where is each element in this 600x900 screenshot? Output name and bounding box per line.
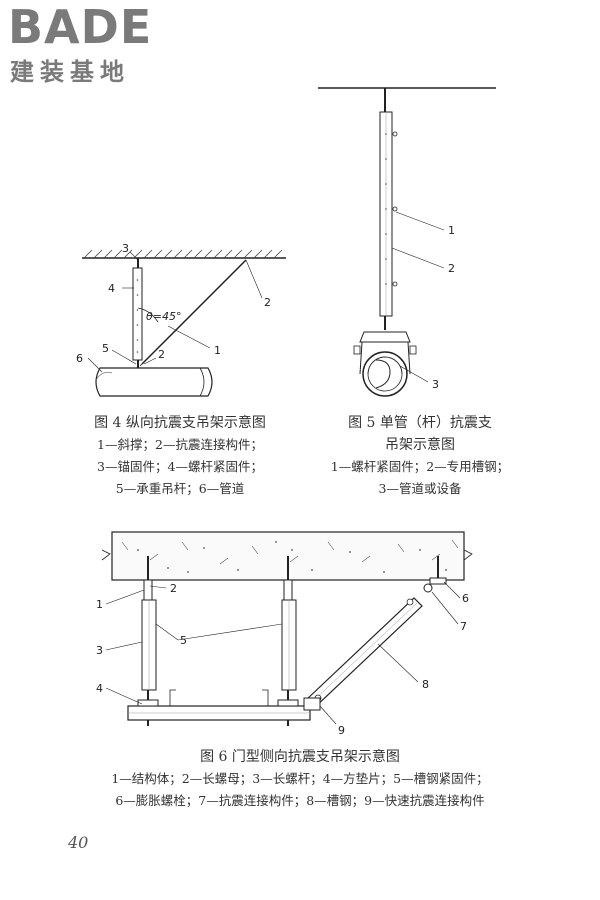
fig4-label-2-top: 2 [264, 296, 271, 309]
fig5-caption-title: 吊架示意图 [385, 437, 455, 453]
logo-wordmark: BADE [8, 0, 153, 54]
fig6-label-1: 1 [96, 598, 103, 611]
fig4-label-3: 3 [122, 242, 129, 255]
figure-4-diagram: 3 4 2 5 6 θ=45° 2 1 [76, 242, 286, 397]
fig5-label-1: 1 [448, 224, 455, 237]
fig4-label-4: 4 [108, 282, 115, 295]
fig4-caption-line: 3—锚固件；4—螺杆紧固件； [97, 459, 263, 474]
fig4-label-2-bottom: 2 [158, 348, 165, 361]
fig4-caption: 图 4 纵向抗震支吊架示意图 1—斜撑；2—抗震连接构件； 3—锚固件；4—螺杆… [70, 412, 290, 500]
fig6-caption: 图 6 门型侧向抗震支吊架示意图 1—结构体；2—长螺母；3—长螺杆；4—方垫片… [60, 746, 540, 812]
fig4-label-6: 6 [76, 352, 83, 365]
fig6-caption-line: 6—膨胀螺栓；7—抗震连接构件；8—槽钢；9—快速抗震连接构件 [115, 793, 485, 808]
fig5-label-3: 3 [432, 378, 439, 391]
fig4-caption-line: 1—斜撑；2—抗震连接构件； [97, 437, 263, 452]
fig5-caption-title: 图 5 单管（杆）抗震支 [348, 415, 492, 431]
fig5-label-2: 2 [448, 262, 455, 275]
fig6-label-4: 4 [96, 682, 103, 695]
fig6-label-9: 9 [338, 724, 345, 737]
fig6-label-5: 5 [180, 634, 187, 647]
fig6-caption-line: 1—结构体；2—长螺母；3—长螺杆；4—方垫片；5—槽钢紧固件； [111, 771, 489, 786]
fig4-caption-title: 图 4 纵向抗震支吊架示意图 [94, 415, 266, 431]
fig6-label-2: 2 [170, 582, 177, 595]
fig6-label-6: 6 [462, 592, 469, 605]
fig6-label-8: 8 [422, 678, 429, 691]
fig4-label-1: 1 [214, 344, 221, 357]
fig4-caption-line: 5—承重吊杆；6—管道 [115, 481, 245, 496]
fig5-caption-line: 3—管道或设备 [378, 481, 462, 496]
fig6-label-3: 3 [96, 644, 103, 657]
logo-subtitle: 建装基地 [10, 58, 130, 86]
fig6-label-7: 7 [460, 620, 467, 633]
fig5-caption: 图 5 单管（杆）抗震支 吊架示意图 1—螺杆紧固件；2—专用槽钢； 3—管道或… [322, 412, 518, 500]
fig4-label-5: 5 [102, 342, 109, 355]
fig6-caption-title: 图 6 门型侧向抗震支吊架示意图 [200, 749, 400, 765]
fig4-angle-label: θ=45° [146, 310, 181, 323]
figure-5-diagram: 1 2 3 [318, 87, 496, 397]
page-number: 40 [68, 833, 89, 852]
figure-6-diagram: 1 2 3 5 4 6 7 8 9 [96, 531, 473, 737]
fig5-caption-line: 1—螺杆紧固件；2—专用槽钢； [330, 459, 510, 474]
